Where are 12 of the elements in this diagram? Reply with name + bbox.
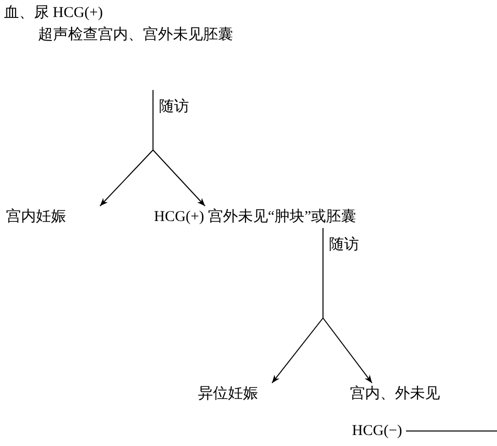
node-text: 宫内、外未见 (350, 384, 441, 404)
node-text: 异位妊娠 (198, 385, 259, 404)
node-text: 超声检查宫内、宫外未见胚囊 (38, 25, 234, 45)
edge-label: 随访 (159, 100, 189, 115)
node-text: HCG(−) (352, 422, 404, 441)
edge-label: 随访 (329, 238, 359, 253)
node-text: 血、尿 HCG(+) (4, 4, 104, 23)
line (406, 430, 497, 432)
node-text: 宫内妊娠 (6, 207, 67, 227)
arrow (152, 90, 206, 206)
arrow (322, 228, 372, 384)
node-text: HCG(+) 宫外未见“肿块”或胚囊 (154, 207, 358, 227)
